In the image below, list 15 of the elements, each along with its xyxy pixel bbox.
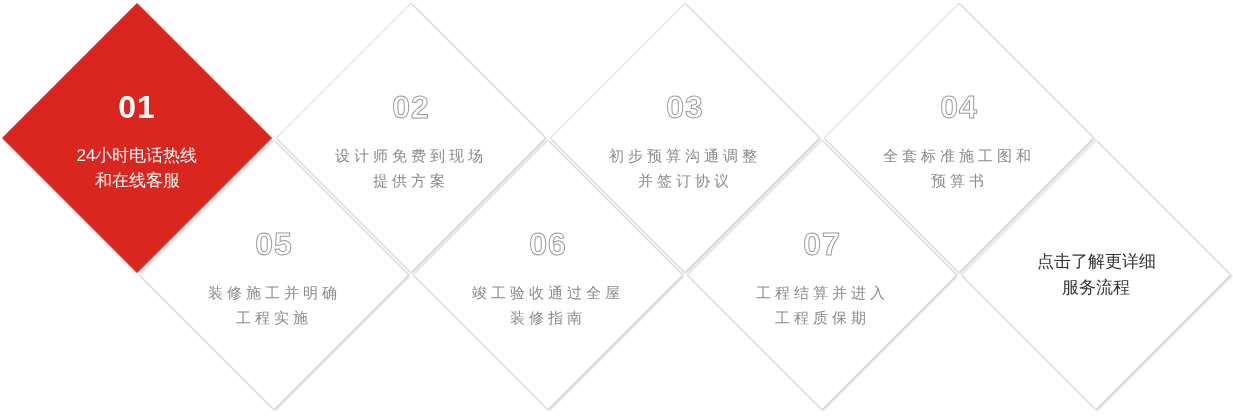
step-number: 07 bbox=[803, 226, 841, 262]
step-description: 装修施工并明确工程实施 bbox=[206, 283, 342, 328]
step-description: 全套标准施工图和预算书 bbox=[882, 146, 1036, 191]
step-number: 05 bbox=[255, 226, 293, 262]
step-number: 01 bbox=[118, 89, 156, 125]
step-description: 24小时电话热线和在线客服 bbox=[75, 145, 199, 192]
step-description: 竣工验收通过全屋装修指南 bbox=[471, 283, 625, 328]
step-number: 06 bbox=[529, 226, 567, 262]
step-description: 初步预算沟通调整并签订协议 bbox=[608, 146, 762, 191]
step-number: 04 bbox=[940, 89, 978, 125]
step-number: 03 bbox=[666, 89, 704, 125]
step-description: 工程结算并进入工程质保期 bbox=[754, 283, 890, 328]
more-details-text: 点击了解更详细服务流程 bbox=[1035, 251, 1157, 299]
step-number: 02 bbox=[392, 89, 430, 125]
step-description: 设计师免费到现场提供方案 bbox=[334, 146, 488, 191]
